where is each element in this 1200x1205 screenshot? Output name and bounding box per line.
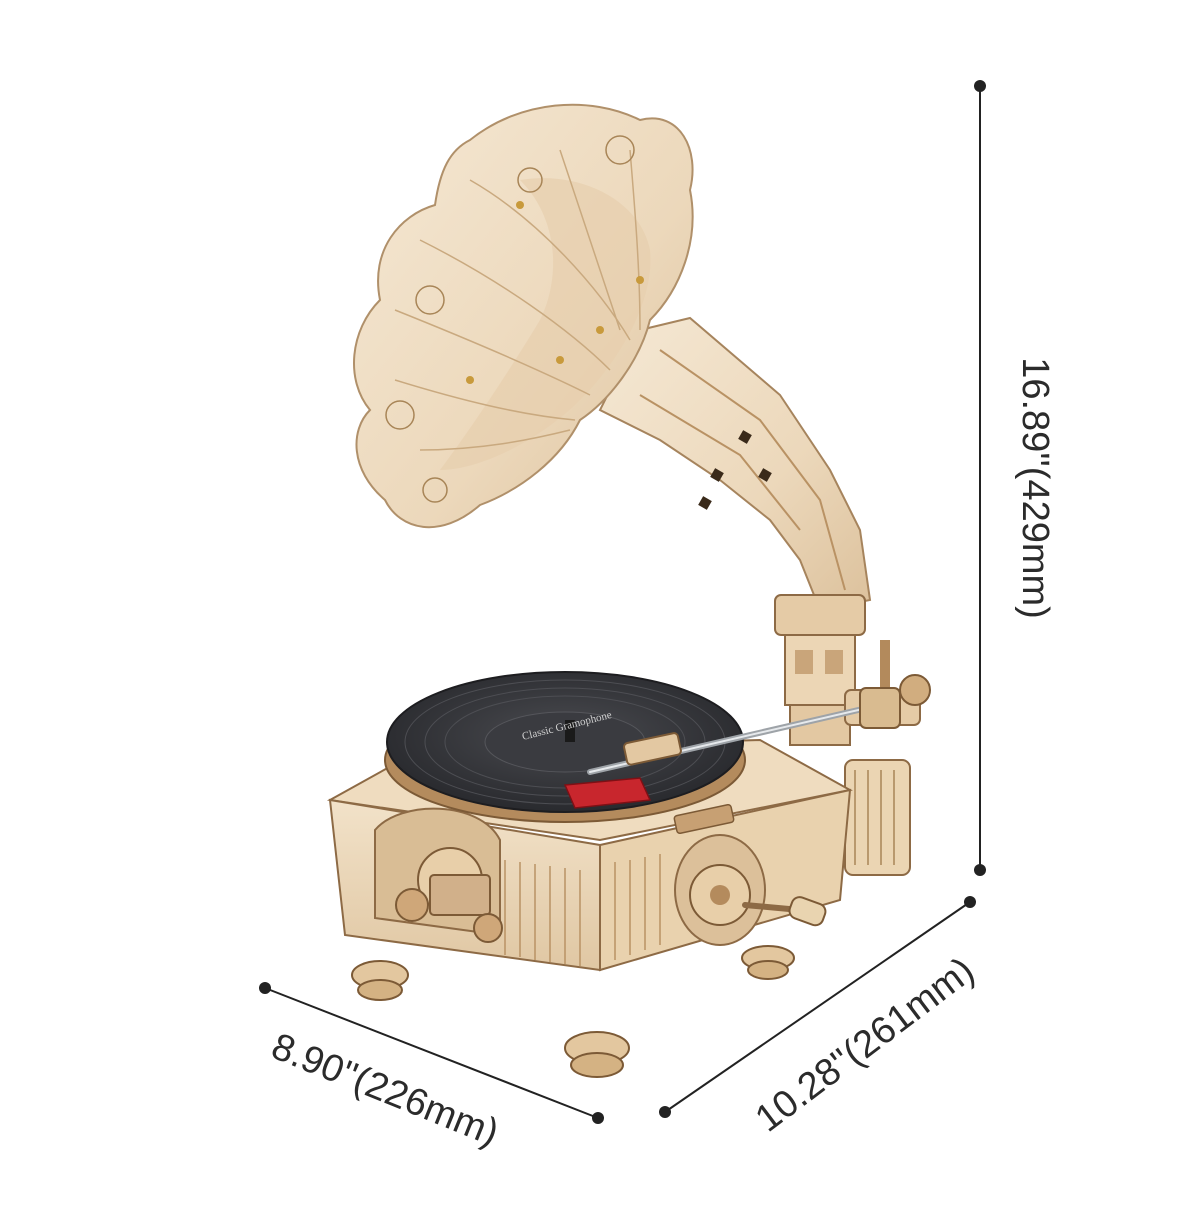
depth-dimension-line — [659, 896, 976, 1118]
tone-arm — [587, 687, 901, 775]
height-label: 16.89''(429mm) — [1014, 357, 1056, 619]
width-dimension-line — [259, 982, 604, 1124]
cabinet-feet — [351, 945, 795, 1078]
horn — [353, 103, 872, 612]
turntable — [384, 671, 746, 823]
height-dimension-line — [974, 80, 986, 876]
